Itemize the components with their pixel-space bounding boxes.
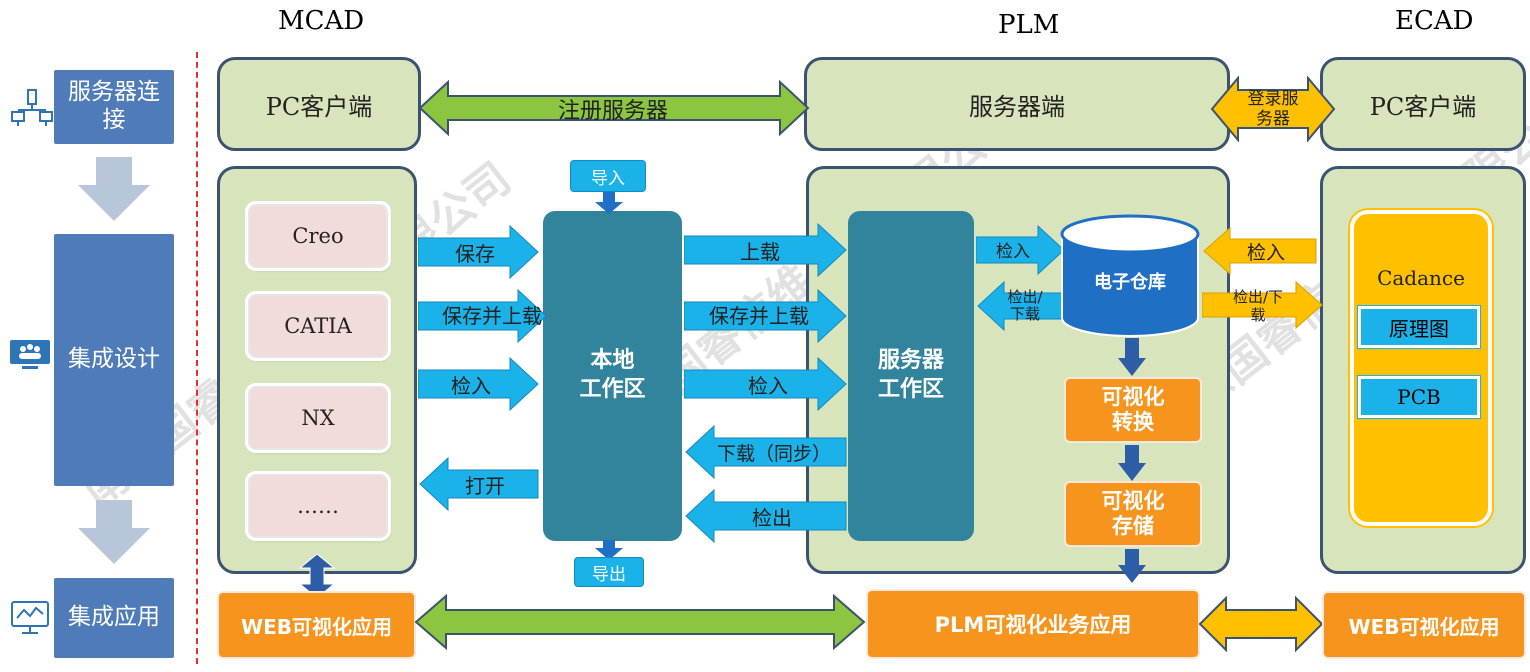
mcad-pc-client: PC客户端 — [217, 57, 421, 151]
ecad-web-app: WEB可视化应用 — [1322, 591, 1526, 659]
export-box: 导出 — [574, 557, 644, 587]
plm-ecad-double-arrow — [1198, 596, 1324, 652]
save-upload-label: 保存并上载 — [442, 303, 542, 328]
program-more: …… — [248, 474, 388, 538]
cadance-label: Cadance — [1377, 266, 1465, 290]
download-sync-arrow — [685, 424, 847, 480]
checkin-label: 检入 — [451, 373, 491, 398]
step-integrated-app: 集成应用 — [54, 578, 174, 658]
step-server-connect: 服务器连接 — [54, 70, 174, 144]
checkout-label: 检出 — [752, 505, 792, 530]
server-checkin-arrow — [684, 356, 847, 412]
login-server-label: 登录服务器 — [1247, 88, 1299, 129]
monitor-chart-icon — [11, 601, 49, 634]
save-arrow — [418, 224, 539, 280]
ecad-checkin-label: 检入 — [1246, 241, 1285, 264]
mcad-web-app: WEB可视化应用 — [217, 591, 416, 659]
vault-checkout-arrow — [977, 280, 1065, 332]
down-arrow-icon — [595, 192, 623, 214]
ecad-checkin-arrow — [1203, 226, 1317, 276]
pcb-box: PCB — [1358, 376, 1480, 418]
import-box: 导入 — [570, 160, 646, 192]
open-arrow — [419, 456, 539, 512]
team-screen-icon — [10, 340, 50, 369]
register-server-arrow — [418, 80, 810, 136]
vault-label: 电子仓库 — [1094, 272, 1166, 293]
program-nx: NX — [248, 386, 388, 450]
ecad-pc-client: PC客户端 — [1320, 57, 1526, 151]
plm-server-side: 服务器端 — [804, 57, 1230, 151]
header-mcad: MCAD — [278, 6, 365, 36]
save-upload-arrow — [418, 288, 547, 344]
cadance-box — [1350, 210, 1492, 526]
header-ecad: ECAD — [1395, 6, 1474, 36]
server-save-upload-arrow — [684, 288, 847, 344]
checkin-arrow — [418, 356, 539, 412]
vault-checkin-arrow — [976, 224, 1065, 276]
server-save-upload-label: 保存并上载 — [709, 303, 809, 328]
vault-checkin-label: 检入 — [996, 241, 1030, 262]
web-plm-double-arrow — [414, 594, 866, 650]
vertical-double-arrow — [298, 554, 336, 598]
upload-arrow — [684, 222, 847, 278]
ecad-checkout-arrow — [1202, 280, 1323, 330]
computer-network-icon — [11, 89, 53, 126]
vault-checkout-label: 检出/ 下载 — [1007, 287, 1043, 323]
schematic-box: 原理图 — [1358, 306, 1480, 348]
step-integrated-design: 集成设计 — [54, 234, 174, 486]
down-arrow-icon — [595, 540, 623, 560]
local-workspace: 本地 工作区 — [543, 211, 682, 541]
plm-vis-app: PLM可视化业务应用 — [866, 589, 1200, 659]
checkout-arrow — [685, 488, 847, 544]
header-plm: PLM — [998, 10, 1060, 40]
down-arrow-icon — [1118, 338, 1146, 376]
save-label: 保存 — [455, 241, 495, 266]
down-arrow-icon — [78, 157, 150, 221]
login-server-arrow — [1210, 76, 1336, 142]
vis-convert-box: 可视化 转换 — [1064, 377, 1202, 443]
open-label: 打开 — [465, 473, 505, 498]
program-creo: Creo — [248, 204, 388, 268]
database-icon — [1060, 214, 1200, 337]
vis-store-box: 可视化 存储 — [1064, 481, 1202, 547]
server-workspace: 服务器 工作区 — [848, 211, 974, 541]
down-arrow-icon — [78, 500, 150, 564]
upload-label: 上载 — [740, 239, 780, 264]
down-arrow-icon — [1118, 445, 1146, 481]
program-catia: CATIA — [248, 294, 388, 358]
down-arrow-icon — [1118, 549, 1146, 583]
server-checkin-label: 检入 — [748, 373, 788, 398]
ecad-checkout-label: 检出/下 载 — [1232, 288, 1284, 324]
download-sync-label: 下载（同步） — [716, 442, 831, 465]
register-server-label: 注册服务器 — [557, 99, 668, 124]
separator-line — [196, 52, 198, 664]
